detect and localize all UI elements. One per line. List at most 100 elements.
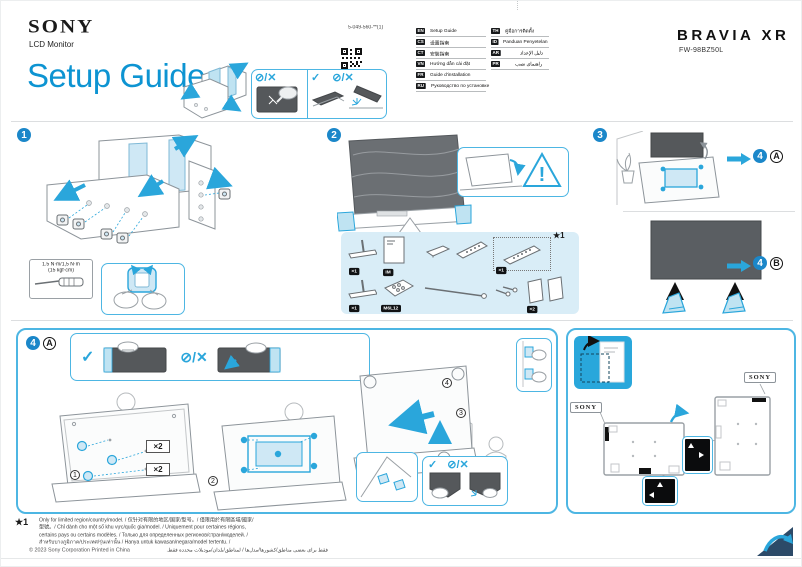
step-4a-label: 4 A [26, 336, 56, 350]
goto-arrow [727, 260, 751, 272]
page-title: Setup Guide [27, 57, 205, 94]
manual-icon [383, 236, 405, 264]
screw-qty-label: ×2 [146, 463, 170, 476]
language-label: 设置指南 [430, 40, 450, 46]
prohibit-cross-icons: ⊘/✕ [255, 72, 304, 84]
language-label: راهنمای نصب [515, 62, 543, 67]
language-label: Руководство по установке [430, 83, 489, 89]
language-label: คู่มือการติดตั้ง [505, 29, 535, 35]
portrait-tv-rear [714, 396, 771, 476]
warning-exclamation: ! [539, 164, 546, 186]
grip-instruction-callout: ✓ ⊘/✕ [70, 333, 370, 381]
hook-detail-callout [516, 338, 552, 392]
variant-a-label: A [770, 149, 783, 163]
prohibit-cross-icons: ⊘/✕ [447, 459, 469, 471]
step-4-number: 4 [753, 149, 767, 163]
parts-qty-badge: ×1 [496, 266, 507, 275]
wall-hook-illustration [360, 456, 412, 498]
step-4-number: 4 [753, 256, 767, 270]
landscape-tv-rear [603, 422, 685, 476]
footnote-marker: ★1 [15, 517, 29, 527]
corner-drop-illustration [349, 85, 383, 109]
language-code-badge: VN [416, 61, 426, 67]
language-code-badge: RU [416, 83, 426, 89]
wrong-grip-illustration [217, 342, 281, 373]
tipover-caution-illustration: ! [459, 151, 562, 191]
prohibit-cross-icons: ⊘/✕ [180, 349, 207, 366]
sony-label-text: SONY [574, 404, 598, 411]
wrong-corner-illustration [469, 472, 501, 498]
check-icon: ✓ [428, 459, 438, 471]
torque-spec-box: 1.5 N·m/1,5 N·m (15 kgf·cm) [29, 259, 93, 299]
step-1-number: 1 [17, 128, 31, 142]
stand-leg-icon [348, 239, 377, 259]
prohibit-icon: ⊘ [332, 72, 342, 84]
sony-label-plate: SONY [570, 402, 602, 413]
wall-mount-option-illustration [616, 131, 720, 205]
step-1-unpack-illustration [46, 134, 233, 244]
step-4-number: 4 [26, 336, 40, 350]
language-label: دليل الإعداد [520, 51, 544, 56]
slash-icon: / [192, 348, 197, 365]
cards-icon [527, 276, 564, 304]
cross-icon: ✕ [344, 72, 354, 84]
label-orientation-box: SONY SONY [566, 328, 796, 514]
unboxing-illustration [180, 62, 249, 119]
step-2-tv-illustration [337, 134, 472, 232]
hook-detail-illustration [522, 341, 547, 387]
fastener-clips [56, 188, 231, 244]
part-number: 5-049-560-**(1) [348, 25, 384, 31]
parts-manual-badge: IM [383, 268, 394, 277]
parts-qty-badge: ×1 [349, 304, 360, 313]
cross-icon: ✕ [459, 459, 469, 471]
substep-1: 1 [70, 470, 80, 480]
language-label: Hướng dẫn cài đặt [430, 61, 471, 67]
screw-qty-label: ×2 [146, 440, 170, 453]
rotate-template-illustration [580, 336, 625, 383]
prohibit-cross-icons: ⊘/✕ [332, 72, 354, 84]
warning-panel-laydown: ✓ ⊘/✕ [308, 70, 386, 118]
clip-removal-illustration [113, 264, 167, 310]
check-prohibit-icons: ✓ ⊘/✕ [311, 72, 383, 84]
label-closeup-landscape [642, 476, 678, 506]
prohibit-icon: ⊘ [447, 459, 457, 471]
step-4a-box: 4 A ✓ ⊘/✕ [16, 328, 558, 514]
check-icon: ✓ [81, 349, 95, 366]
cross-icon: ✕ [267, 72, 277, 84]
language-row: VN Hướng dẫn cài đặt [416, 59, 486, 70]
supplied-parts-box: ×1 IM ×1 ★1 ×1 [341, 231, 579, 314]
language-row: RU Руководство по установке [416, 81, 489, 92]
cross-icon: ✕ [196, 348, 208, 365]
fold-mark [517, 1, 518, 10]
model-number: FW-98BZ50L [679, 47, 724, 54]
language-code-badge: TH [491, 28, 500, 34]
language-code-badge: EN [416, 28, 426, 34]
step-2-number: 2 [327, 128, 341, 142]
goto-arrow [727, 153, 751, 165]
language-code-badge: CT [416, 50, 425, 56]
step-3-number: 3 [593, 128, 607, 142]
language-code-badge: FR [416, 72, 425, 78]
goto-step4a-label: 4 A [753, 149, 783, 163]
qr-code [341, 48, 362, 69]
torque-value-sub: (15 kgf·cm) [48, 268, 74, 274]
parts-screws-badge: M6L12 [381, 304, 401, 313]
language-label: Setup Guide [430, 28, 458, 34]
page-turn-icon [757, 527, 793, 556]
language-row: TH คู่มือการติดตั้ง [491, 26, 549, 37]
language-code-badge: AR [491, 50, 501, 56]
label-closeup-marks [649, 482, 663, 498]
bolt-icon [424, 287, 487, 299]
language-row: EN Setup Guide [416, 26, 486, 37]
divider [1, 558, 801, 559]
copyright: © 2023 Sony Corporation Printed in China [29, 548, 130, 554]
corner-hold-callout: ✓ ⊘/✕ [422, 456, 508, 506]
warning-panel-press: ⊘/✕ [252, 70, 308, 118]
label-closeup-marks [688, 443, 704, 458]
screws-bag-icon [384, 279, 414, 297]
